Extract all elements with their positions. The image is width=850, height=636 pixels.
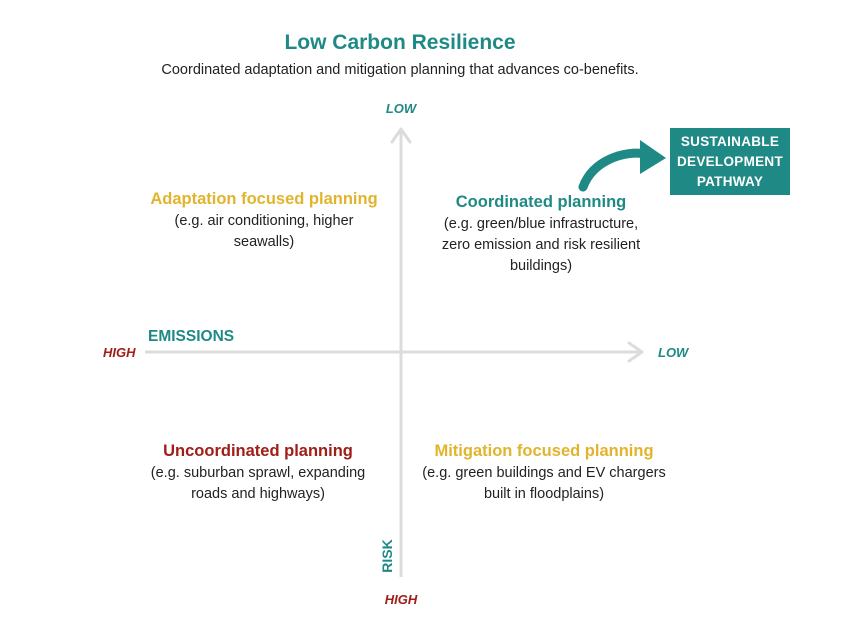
quadrant-bottom-left: Uncoordinated planning (e.g. suburban sp… (140, 440, 376, 505)
quadrant-description: (e.g. air conditioning, higher seawalls) (174, 213, 354, 250)
vertical-axis-name: RISK (379, 539, 395, 573)
vertical-axis-top-label: LOW (385, 101, 417, 116)
quadrant-title: Uncoordinated planning (163, 442, 353, 460)
quadrant-title: Coordinated planning (455, 193, 627, 211)
quadrant-top-left: Adaptation focused planning (e.g. air co… (150, 188, 378, 253)
page-title: Low Carbon Resilience (284, 31, 516, 54)
quadrant-bottom-right: Mitigation focused planning (e.g. green … (412, 440, 676, 505)
horizontal-axis-name: EMISSIONS (148, 328, 235, 345)
quadrant-title: Adaptation focused planning (150, 190, 378, 208)
page-subtitle: Coordinated adaptation and mitigation pl… (161, 62, 639, 78)
horizontal-axis-right-label: LOW (658, 345, 689, 360)
right-arrow-icon (627, 341, 644, 363)
horizontal-axis-left-label: HIGH (103, 345, 136, 360)
quadrant-description: (e.g. green buildings and EV chargers bu… (422, 465, 666, 502)
sustainable-development-pathway-box: SUSTAINABLE DEVELOPMENT PATHWAY (670, 128, 790, 195)
curved-arrow-icon (578, 148, 651, 192)
quadrant-description: (e.g. suburban sprawl, expanding roads a… (150, 465, 366, 502)
quadrant-top-right: Coordinated planning (e.g. green/blue in… (432, 191, 650, 277)
up-arrow-icon (390, 127, 412, 144)
quadrant-description: (e.g. green/blue infrastructure, zero em… (441, 216, 641, 274)
vertical-axis-bottom-label: HIGH (384, 592, 418, 607)
quadrant-title: Mitigation focused planning (434, 442, 654, 460)
curved-arrow-head (640, 140, 666, 174)
